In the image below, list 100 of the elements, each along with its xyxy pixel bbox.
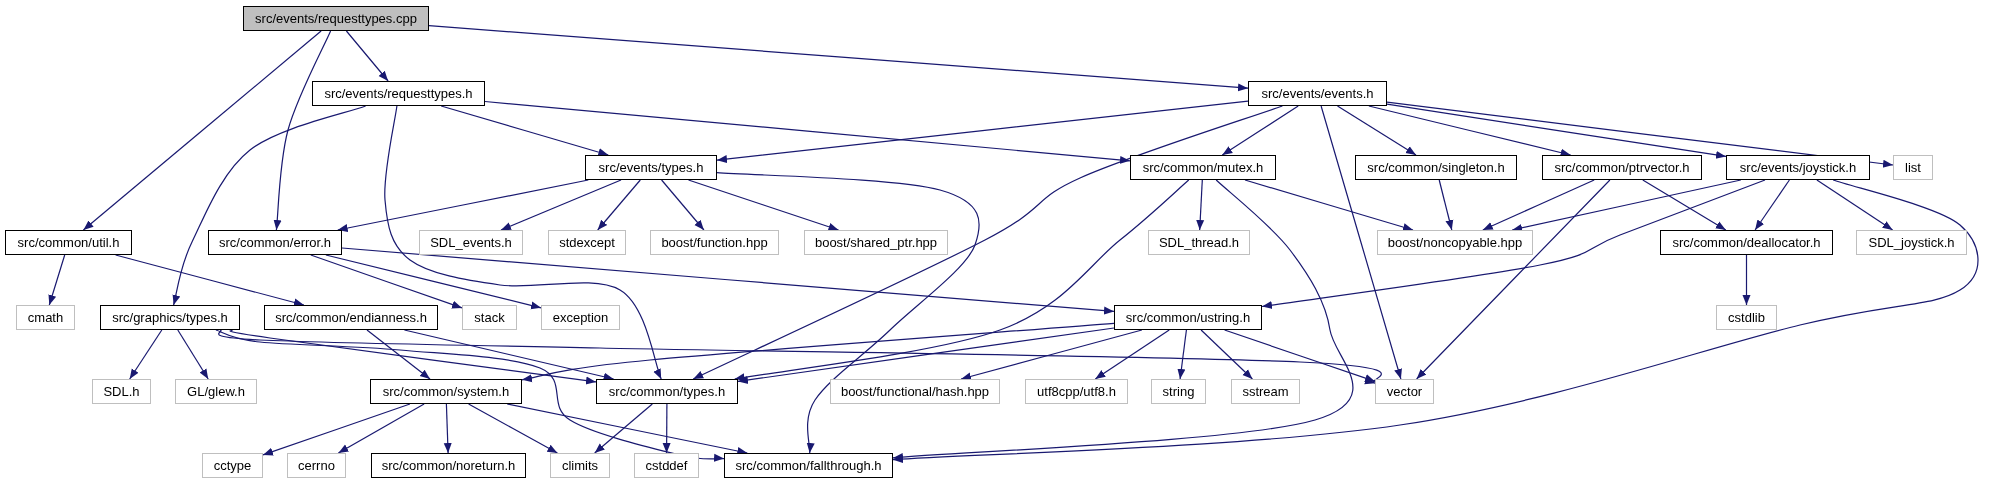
external-header-box: sstream [1231,379,1300,404]
arrow [468,403,558,454]
arrow [1177,329,1187,380]
external-header-box: SDL_thread.h [1148,230,1250,255]
arrow [310,254,463,309]
file-box: src/common/ptrvector.h [1542,155,1702,180]
arrow [337,403,425,454]
external-header-box: cctype [202,453,263,478]
arrow [1642,179,1727,231]
file-box: src/events/requesttypes.cpp [243,6,429,31]
external-header-box: cmath [16,305,75,330]
arrow [172,105,367,306]
arrow [177,329,209,380]
external-header-box: vector [1375,379,1434,404]
arrow [1438,179,1454,231]
arrow [1261,179,1766,309]
arrow [1816,179,1894,231]
arrow [1200,329,1253,380]
file-box: src/events/joystick.h [1726,155,1870,180]
arrow [716,172,980,454]
arrow [1742,254,1751,306]
file-box: src/common/noreturn.h [371,453,526,478]
arrow [1244,179,1414,231]
arrow [229,329,597,385]
arrow [716,100,1249,164]
arrow [1196,179,1205,231]
external-header-box: utf8cpp/utf8.h [1025,379,1128,404]
external-header-box: string [1151,379,1206,404]
arrow [1368,105,1572,157]
file-box: src/common/mutex.h [1130,155,1276,180]
arrow [687,179,840,231]
arrow [82,30,322,231]
arrow [734,179,1190,382]
file-box: src/graphics/types.h [100,305,240,330]
external-header-box: boost/function.hpp [650,230,779,255]
external-header-box: GL/glew.h [175,379,257,404]
arrow [345,30,389,82]
arrow [366,329,431,380]
arrow [218,329,1382,384]
arrow [115,254,305,307]
arrow [892,179,1979,464]
file-box: src/common/ustring.h [1114,305,1262,330]
file-box: src/common/types.h [596,379,738,404]
arrow [1094,329,1170,380]
external-header-box: exception [541,305,620,330]
arrow [1386,103,1727,159]
file-box: src/events/types.h [585,155,717,180]
arrow [428,25,1249,92]
arrow [273,30,332,231]
file-box: src/common/system.h [370,379,522,404]
external-header-box: SDL.h [92,379,151,404]
arrow [443,403,452,454]
external-header-box: boost/functional/hash.hpp [830,379,1000,404]
arrow [1224,329,1376,382]
arrow [1482,179,1595,231]
arrow [1336,105,1417,156]
file-box: src/common/endianness.h [264,305,438,330]
arrow [1320,105,1402,380]
arrow [384,105,662,380]
arrow [325,254,542,310]
arrow [129,329,163,380]
arrow [662,403,671,454]
arrow [341,247,1115,315]
arrow [737,327,1115,384]
external-header-box: stdexcept [548,230,626,255]
arrow [521,322,1115,382]
arrow [403,329,615,381]
file-box: src/common/util.h [5,230,132,255]
external-header-box: stack [462,305,517,330]
arrow [960,329,1143,381]
arrow [1386,101,1894,168]
file-box: src/events/events.h [1248,81,1387,106]
arrow [1416,179,1611,380]
arrow [500,179,622,231]
file-box: src/common/error.h [208,230,342,255]
arrow [337,179,589,232]
arrow [1221,105,1299,156]
arrow [48,254,66,306]
external-header-box: cstdlib [1716,305,1777,330]
arrow [440,105,609,156]
arrow [484,100,1131,164]
arrow [1511,179,1742,232]
arrow [215,329,725,463]
arrow [506,403,748,455]
file-box: src/common/deallocator.h [1660,230,1833,255]
external-header-box: cerrno [287,453,346,478]
file-box: src/events/requesttypes.h [312,81,485,106]
arrow [597,179,641,231]
arrow [262,403,411,456]
arrow [692,105,1283,380]
file-box: src/common/fallthrough.h [724,453,893,478]
external-header-box: boost/noncopyable.hpp [1377,230,1533,255]
arrow [661,179,705,231]
external-header-box: SDL_events.h [419,230,523,255]
file-box: src/common/singleton.h [1355,155,1517,180]
external-header-box: list [1893,155,1933,180]
external-header-box: cstddef [634,453,699,478]
arrow [1754,179,1790,231]
arrow [594,403,653,454]
external-header-box: boost/shared_ptr.hpp [804,230,948,255]
